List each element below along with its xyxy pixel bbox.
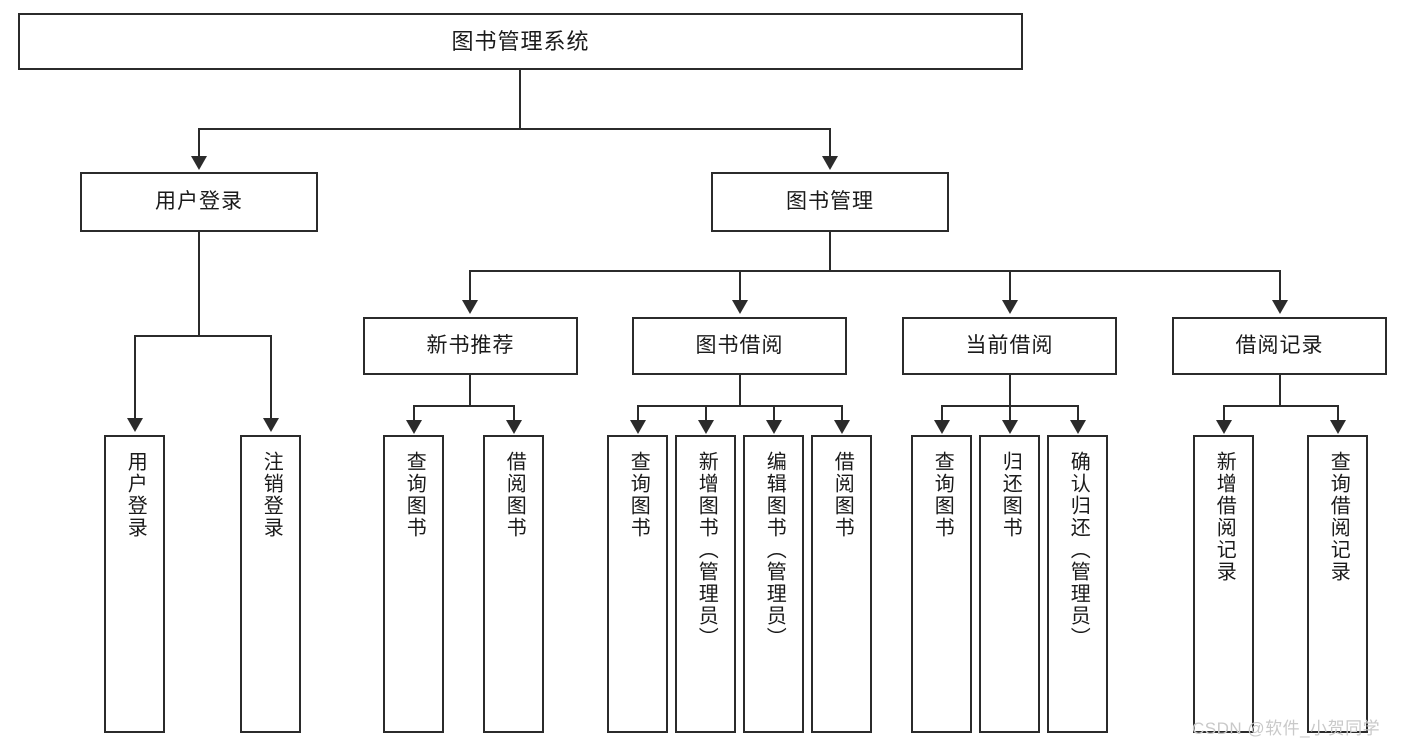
connector-book-manage-bar (469, 270, 1279, 272)
node-borrow-record[interactable]: 借阅记录 (1172, 317, 1387, 375)
node-new-book-recommend[interactable]: 新书推荐 (363, 317, 578, 375)
leaf-book-borrow-0[interactable]: 查询图书 (607, 435, 668, 733)
connector-borrow-record-drop-2 (1337, 405, 1339, 421)
node-label: 新书推荐 (426, 333, 515, 357)
connector-book-borrow-drop-3 (773, 405, 775, 421)
node-label: 新增图书（管理员） (695, 451, 718, 649)
node-user-login[interactable]: 用户登录 (80, 172, 318, 232)
arrowhead-leaf-user-login-1 (263, 418, 279, 432)
connector-borrow-record-stem (1279, 375, 1281, 406)
arrowhead-new-book-recommend (462, 300, 478, 314)
connector-new-book-drop-1 (413, 405, 415, 421)
arrowhead-user-login (191, 156, 207, 170)
connector-new-book-stem (469, 375, 471, 406)
arrowhead-leaf-current-borrow-2 (1070, 420, 1086, 434)
arrowhead-book-manage (822, 156, 838, 170)
node-label: 用户登录 (124, 451, 147, 539)
arrowhead-book-borrow (732, 300, 748, 314)
leaf-borrow-record-0[interactable]: 新增借阅记录 (1193, 435, 1254, 733)
connector-book-manage-drop-1 (469, 270, 471, 302)
connector-user-login-drop-1 (134, 335, 136, 419)
connector-book-manage-stem (829, 232, 831, 272)
node-label: 借阅记录 (1235, 333, 1324, 357)
leaf-book-borrow-3[interactable]: 借阅图书 (811, 435, 872, 733)
connector-current-borrow-stem (1009, 375, 1011, 406)
node-label: 查询图书 (627, 451, 650, 539)
leaf-borrow-record-1[interactable]: 查询借阅记录 (1307, 435, 1368, 733)
arrowhead-leaf-book-borrow-0 (630, 420, 646, 434)
connector-book-borrow-bar (637, 405, 843, 407)
connector-book-manage-drop-4 (1279, 270, 1281, 302)
leaf-user-login-0[interactable]: 用户登录 (104, 435, 165, 733)
connector-current-borrow-drop-3 (1077, 405, 1079, 421)
connector-book-borrow-drop-2 (705, 405, 707, 421)
leaf-book-borrow-1[interactable]: 新增图书（管理员） (675, 435, 736, 733)
connector-user-login-drop-2 (270, 335, 272, 419)
arrowhead-borrow-record (1272, 300, 1288, 314)
node-label: 归还图书 (999, 451, 1022, 539)
connector-root-stem (519, 70, 521, 128)
connector-current-borrow-drop-1 (941, 405, 943, 421)
arrowhead-leaf-book-borrow-3 (834, 420, 850, 434)
connector-user-login-bar (134, 335, 272, 337)
leaf-current-borrow-0[interactable]: 查询图书 (911, 435, 972, 733)
connector-new-book-bar (413, 405, 515, 407)
node-label: 图书管理系统 (451, 28, 590, 54)
arrowhead-current-borrow (1002, 300, 1018, 314)
leaf-user-login-1[interactable]: 注销登录 (240, 435, 301, 733)
node-label: 查询借阅记录 (1327, 451, 1350, 583)
connector-borrow-record-bar (1223, 405, 1339, 407)
arrowhead-leaf-new-book-1 (506, 420, 522, 434)
arrowhead-leaf-new-book-0 (406, 420, 422, 434)
connector-root-bar (198, 128, 831, 130)
node-label: 查询图书 (931, 451, 954, 539)
node-label: 当前借阅 (965, 333, 1054, 357)
node-label: 查询图书 (403, 451, 426, 539)
arrowhead-leaf-book-borrow-1 (698, 420, 714, 434)
node-root-system[interactable]: 图书管理系统 (18, 13, 1023, 70)
connector-book-manage-drop-3 (1009, 270, 1011, 302)
arrowhead-leaf-borrow-record-1 (1330, 420, 1346, 434)
node-label: 新增借阅记录 (1213, 451, 1236, 583)
arrowhead-leaf-borrow-record-0 (1216, 420, 1232, 434)
node-label: 图书借阅 (695, 333, 784, 357)
arrowhead-leaf-book-borrow-2 (766, 420, 782, 434)
node-label: 确认归还（管理员） (1067, 451, 1090, 649)
connector-root-to-user-login (198, 128, 200, 158)
leaf-current-borrow-1[interactable]: 归还图书 (979, 435, 1040, 733)
leaf-book-borrow-2[interactable]: 编辑图书（管理员） (743, 435, 804, 733)
connector-book-borrow-drop-1 (637, 405, 639, 421)
node-label: 借阅图书 (503, 451, 526, 539)
node-book-manage[interactable]: 图书管理 (711, 172, 949, 232)
connector-user-login-stem (198, 232, 200, 336)
arrowhead-leaf-current-borrow-0 (934, 420, 950, 434)
node-label: 图书管理 (786, 189, 874, 213)
connector-borrow-record-drop-1 (1223, 405, 1225, 421)
leaf-new-book-recommend-0[interactable]: 查询图书 (383, 435, 444, 733)
node-label: 用户登录 (155, 189, 243, 213)
node-book-borrow[interactable]: 图书借阅 (632, 317, 847, 375)
node-label: 编辑图书（管理员） (763, 451, 786, 649)
connector-current-borrow-drop-2 (1009, 405, 1011, 421)
leaf-current-borrow-2[interactable]: 确认归还（管理员） (1047, 435, 1108, 733)
arrowhead-leaf-current-borrow-1 (1002, 420, 1018, 434)
connector-book-borrow-drop-4 (841, 405, 843, 421)
connector-root-to-book-manage (829, 128, 831, 158)
leaf-new-book-recommend-1[interactable]: 借阅图书 (483, 435, 544, 733)
node-label: 注销登录 (260, 451, 283, 539)
connector-book-borrow-stem (739, 375, 741, 406)
node-current-borrow[interactable]: 当前借阅 (902, 317, 1117, 375)
arrowhead-leaf-user-login-0 (127, 418, 143, 432)
node-label: 借阅图书 (831, 451, 854, 539)
connector-book-manage-drop-2 (739, 270, 741, 302)
connector-new-book-drop-2 (513, 405, 515, 421)
